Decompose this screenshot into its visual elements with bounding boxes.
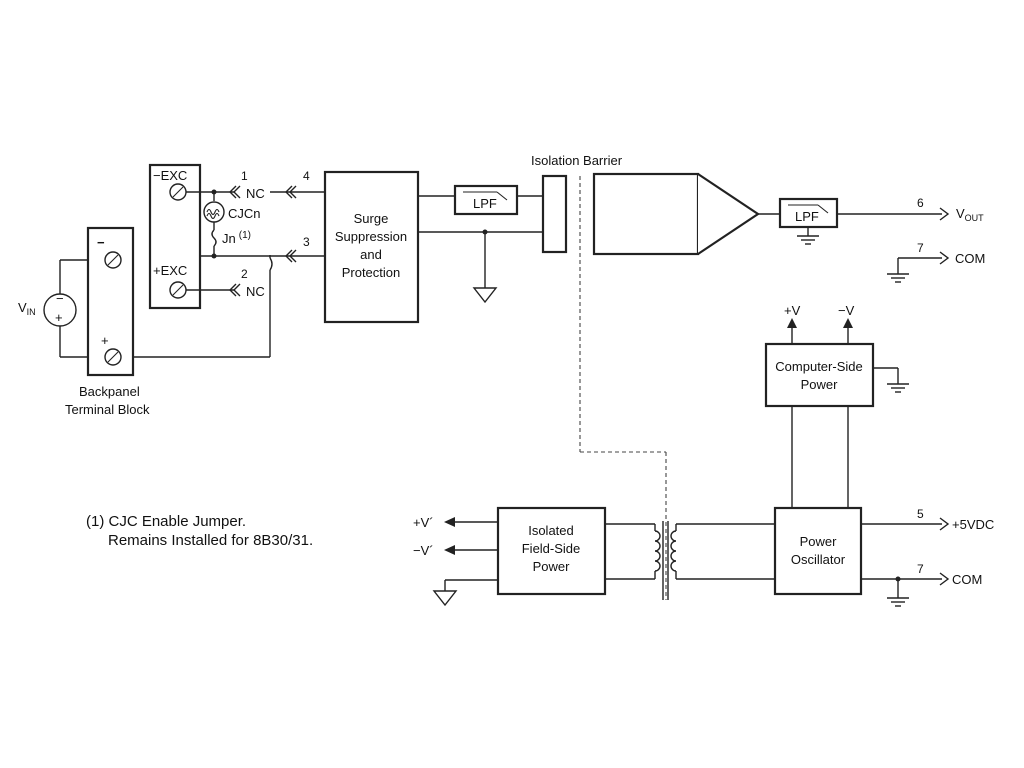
- lpf-input-block: [453, 184, 519, 216]
- isolation-barrier-label: Isolation Barrier: [531, 153, 623, 168]
- vprime-plus-label: +V´: [413, 515, 434, 530]
- surge-suppression-block: [323, 170, 420, 324]
- footnote-line-1: (1) CJC Enable Jumper.: [86, 513, 246, 530]
- cjcn-label: CJCn: [228, 206, 261, 221]
- computer-side-power-block: [764, 342, 875, 408]
- iso-line-3: Power: [533, 559, 571, 574]
- pin-2: 2: [241, 267, 248, 281]
- backpanel-terminal-block: − +: [86, 226, 135, 377]
- isolated-field-side-power-block: [496, 506, 607, 596]
- iso-line-1: Isolated: [528, 523, 574, 538]
- pin-3: 3: [303, 235, 310, 249]
- vin-label: VIN: [18, 300, 36, 317]
- pin-5: 5: [917, 507, 924, 521]
- osc-line-2: Oscillator: [791, 552, 846, 567]
- com-2: COM: [952, 572, 982, 587]
- pin-6: 6: [917, 196, 924, 210]
- jn-label: Jn(1): [222, 230, 251, 246]
- neg-exc-label: −EXC: [153, 168, 187, 183]
- backpanel-label-2: Terminal Block: [65, 402, 150, 417]
- pin-7b: 7: [917, 562, 924, 576]
- vin-plus: +: [55, 310, 63, 325]
- pin-1: 1: [241, 169, 248, 183]
- comp-power-line-2: Power: [801, 377, 839, 392]
- vin-source: − +: [43, 259, 108, 358]
- vout-label: VOUT: [956, 206, 984, 223]
- plus-5vdc-label: +5VDC: [952, 517, 994, 532]
- vprime-minus-label: −V´: [413, 543, 434, 558]
- surge-line-2: Suppression: [335, 229, 407, 244]
- cjc-sensor: [200, 189, 270, 259]
- terminal-plus: +: [101, 333, 109, 348]
- surge-line-3: and: [360, 247, 382, 262]
- nc-2: NC: [246, 284, 265, 299]
- iso-line-2: Field-Side: [522, 541, 581, 556]
- comp-power-line-1: Computer-Side: [775, 359, 862, 374]
- isolation-amplifier: [592, 172, 760, 256]
- surge-line-4: Protection: [342, 265, 401, 280]
- lpf-output-label: LPF: [795, 209, 819, 224]
- minus-v-label: −V: [838, 303, 855, 318]
- footnote-line-2: Remains Installed for 8B30/31.: [108, 532, 313, 549]
- exc-terminal-block: [148, 163, 202, 310]
- vin-minus: −: [56, 291, 64, 306]
- pin-4: 4: [303, 169, 310, 183]
- lpf-input-label: LPF: [473, 196, 497, 211]
- power-oscillator-block: [773, 506, 863, 596]
- surge-line-1: Surge: [354, 211, 389, 226]
- terminal-minus: −: [97, 235, 105, 250]
- backpanel-label-1: Backpanel: [79, 384, 140, 399]
- lpf-output-block: [778, 197, 839, 245]
- pos-exc-label: +EXC: [153, 263, 187, 278]
- isolation-transformer: [605, 521, 775, 600]
- nc-1: NC: [246, 186, 265, 201]
- osc-line-1: Power: [800, 534, 838, 549]
- pin-7a: 7: [917, 241, 924, 255]
- com-1: COM: [955, 251, 985, 266]
- plus-v-label: +V: [784, 303, 801, 318]
- isolation-barrier: [541, 174, 667, 600]
